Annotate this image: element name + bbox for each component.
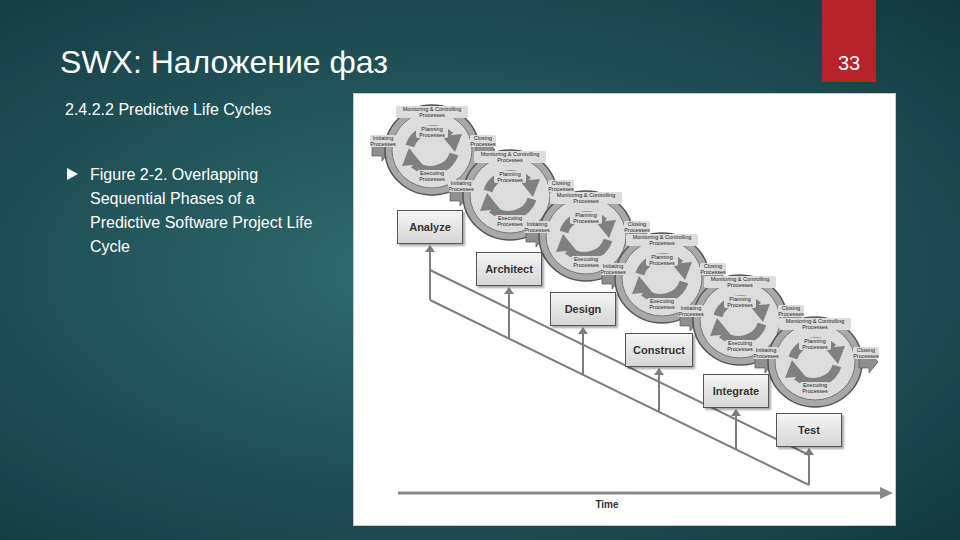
- process-label: Initiating Processes: [753, 347, 779, 359]
- process-label: Closing Processes: [624, 221, 650, 233]
- process-label: Monitoring & Controlling Processes: [779, 318, 851, 330]
- process-label: Initiating Processes: [448, 180, 474, 192]
- process-label: Closing Processes: [548, 180, 574, 192]
- phase-box: Architect: [476, 252, 542, 286]
- phase-name: Architect: [485, 263, 533, 275]
- process-label: Initiating Processes: [600, 263, 626, 275]
- process-label: Monitoring & Controlling Processes: [474, 151, 546, 163]
- phase-name: Integrate: [713, 385, 759, 397]
- process-label: Closing Processes: [853, 347, 879, 359]
- phase-box: Test: [776, 413, 842, 447]
- process-label: Executing Processes: [495, 215, 525, 227]
- figure-caption: Figure 2-2. Overlapping Sequential Phase…: [90, 163, 318, 259]
- process-label: Planning Processes: [416, 126, 448, 138]
- process-label: Planning Processes: [570, 212, 602, 224]
- process-label: Planning Processes: [646, 254, 678, 266]
- process-label: Initiating Processes: [370, 135, 396, 147]
- process-label: Monitoring & Controlling Processes: [704, 276, 776, 288]
- phase-name: Analyze: [409, 221, 451, 233]
- process-label: Monitoring & Controlling Processes: [626, 234, 698, 246]
- process-label: Executing Processes: [417, 170, 447, 182]
- process-label: Planning Processes: [724, 296, 756, 308]
- process-label: Planning Processes: [494, 171, 526, 183]
- phase-name: Design: [565, 303, 602, 315]
- process-label: Executing Processes: [800, 382, 830, 394]
- phase-box: Construct: [625, 333, 693, 367]
- phase-box: Analyze: [397, 210, 463, 244]
- process-label: Closing Processes: [470, 135, 496, 147]
- process-label: Executing Processes: [571, 256, 601, 268]
- phase-name: Test: [798, 424, 820, 436]
- slide-title: SWX: Наложение фаз: [60, 44, 388, 81]
- axis-label: Time: [567, 499, 647, 510]
- process-label: Closing Processes: [778, 305, 804, 317]
- phase-box: Integrate: [703, 374, 769, 408]
- phase-box: Design: [550, 292, 616, 326]
- process-label: Initiating Processes: [678, 305, 704, 317]
- process-label: Executing Processes: [725, 340, 755, 352]
- slide-number: 33: [822, 52, 876, 75]
- section-heading: 2.4.2.2 Predictive Life Cycles: [65, 101, 271, 119]
- process-label: Monitoring & Controlling Processes: [550, 192, 622, 204]
- process-label: Planning Processes: [799, 338, 831, 350]
- process-label: Executing Processes: [647, 298, 677, 310]
- process-label: Monitoring & Controlling Processes: [396, 106, 468, 118]
- process-label: Initiating Processes: [524, 221, 550, 233]
- process-label: Closing Processes: [700, 263, 726, 275]
- phase-name: Construct: [633, 344, 685, 356]
